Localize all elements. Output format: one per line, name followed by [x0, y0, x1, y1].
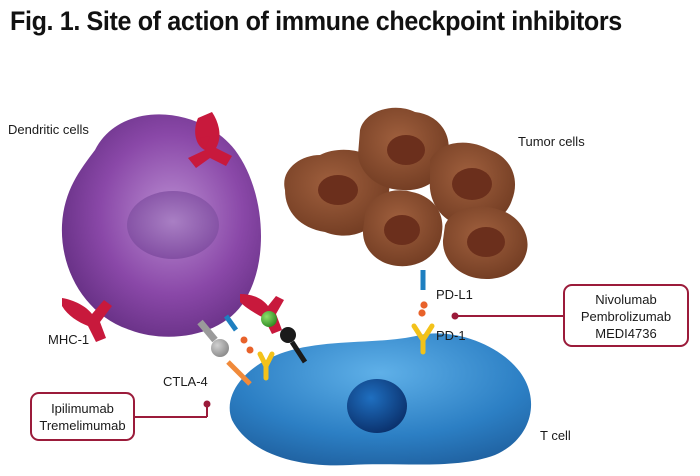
- t-cell: [229, 333, 532, 466]
- dendritic-nucleus: [127, 191, 219, 259]
- drug-name: Nivolumab: [595, 292, 657, 307]
- label-pd-1: PD-1: [436, 328, 466, 343]
- drug-name: Ipilimumab: [51, 401, 114, 416]
- t-cell-nucleus: [347, 379, 407, 433]
- figure-title: Fig. 1. Site of action of immune checkpo…: [10, 6, 622, 36]
- label-t-cell: T cell: [540, 428, 571, 443]
- tumor-cells: [284, 107, 528, 279]
- synapse-molecules: [197, 270, 435, 386]
- label-tumor-cells: Tumor cells: [518, 134, 585, 149]
- pd1-inhibitors-box: Nivolumab Pembrolizumab MEDI4736: [563, 284, 689, 347]
- label-pd-l1: PD-L1: [436, 287, 473, 302]
- dendritic-cell: [61, 114, 262, 337]
- drug-connectors: [135, 312, 563, 418]
- drug-name: Tremelimumab: [39, 418, 126, 433]
- ctla4-inhibitors-box: Ipilimumab Tremelimumab: [30, 392, 135, 441]
- drug-name: MEDI4736: [595, 326, 657, 341]
- label-mhc-1: MHC-1: [48, 332, 90, 347]
- label-ctla-4: CTLA-4: [163, 374, 208, 389]
- label-dendritic-cells: Dendritic cells: [8, 122, 89, 137]
- drug-name: Pembrolizumab: [580, 309, 672, 324]
